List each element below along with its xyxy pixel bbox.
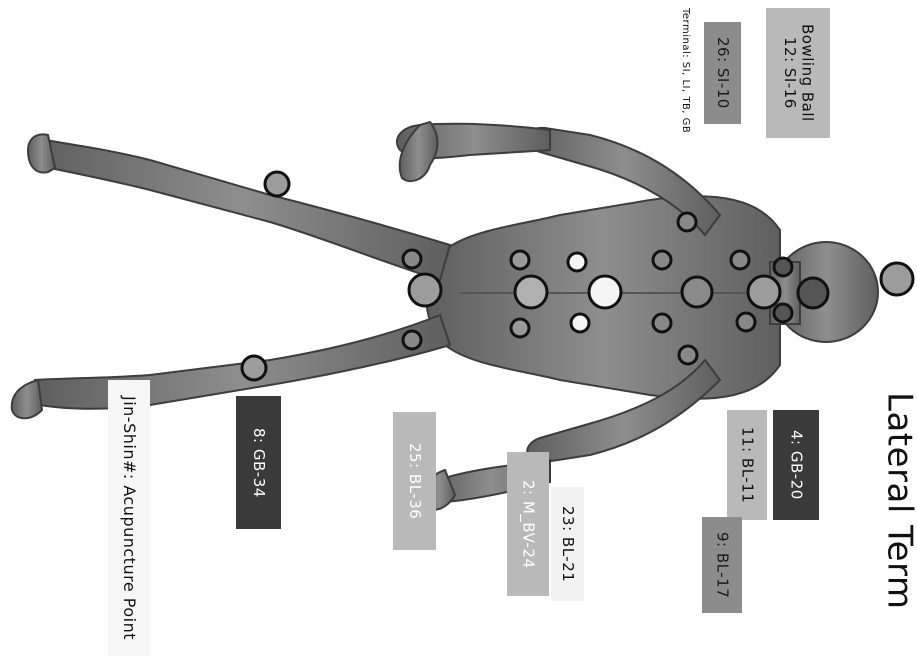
legend: Jin-Shin#: Acupuncture Point [108,380,150,656]
acupoint-knee-upper [265,172,289,196]
leg-top [35,140,450,280]
page-title: Lateral Term [878,392,917,662]
acupoint-neck-lower [774,304,792,322]
acupoint-hip-upper [511,251,529,269]
acupoint-head [881,263,913,295]
acupoint-bl36 [409,274,441,306]
label-gb20: 4: GB-20 [773,410,819,520]
acupoint-mid-upper [653,251,671,269]
label-bv24: 2: M_BV-24 [507,452,549,596]
acupoint-bv24 [589,276,621,308]
acupoint-buttock-lower [403,331,421,349]
acupoint-si10-lower [679,346,697,364]
acupoint-bl21-upper [568,253,586,271]
acupoint-bl17 [682,277,712,307]
foot-bottom [12,380,42,418]
label-bowling-ball: Bowling Ball 12: SI-16 [766,8,830,138]
label-bl17: 9: BL-17 [702,517,742,613]
acupoint-gb34 [242,356,266,380]
label-bl11: 11: BL-11 [727,410,767,520]
acupoint-gb20 [798,278,828,308]
label-bowling-ball-line1: Bowling Ball [798,24,815,122]
terminal-note: Terminal: SI, LI, TB, GB [676,8,694,148]
acupoint-hip-lower [511,319,529,337]
acupoint-lower-back [515,276,547,308]
label-bl21: 23: BL-21 [551,487,584,601]
label-bowling-ball-line2: 12: SI-16 [781,37,798,109]
acupoint-neck-upper [774,258,792,276]
acupoint-buttock-upper [403,250,421,268]
acupoint-si10-upper [678,213,696,231]
acupoint-bl21-lower [571,314,589,332]
label-gb34: 8: GB-34 [236,396,281,529]
label-si10: 26: SI-10 [704,22,741,124]
acupoint-bl11 [748,276,780,308]
label-bl36: 25: BL-36 [393,412,436,550]
acupoint-mid-lower [653,314,671,332]
acupoint-shoulder-lower [737,313,755,331]
acupoint-shoulder-upper [731,251,749,269]
